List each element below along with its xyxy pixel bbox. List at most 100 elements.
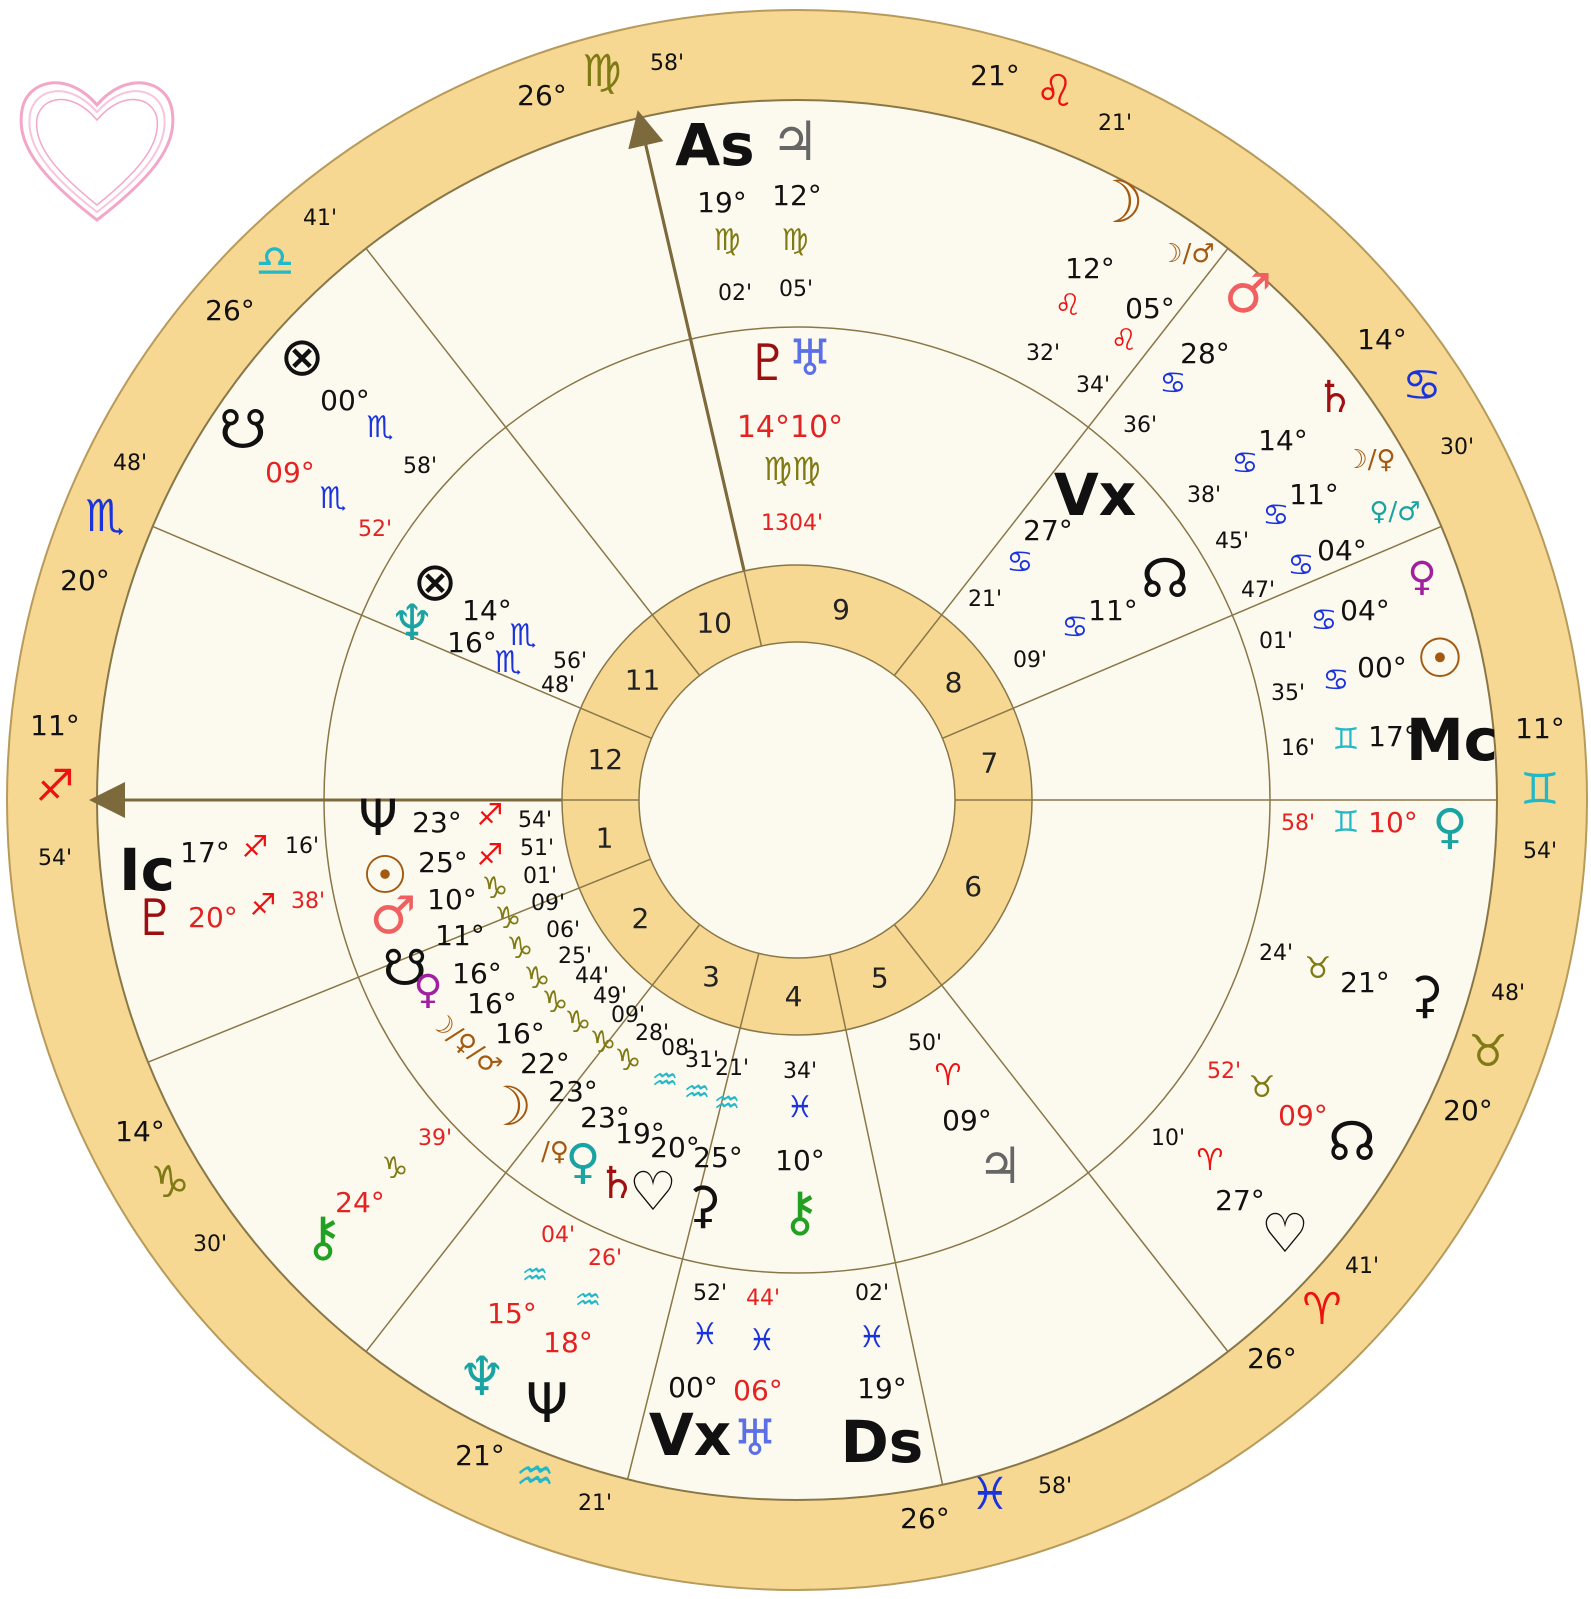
chart-glyph-label: ♀/♂ (1369, 497, 1420, 527)
chart-glyph-label: 22° (520, 1047, 570, 1080)
chart-glyph-label: ♇ (133, 889, 178, 947)
chart-glyph-label: 00° (1357, 651, 1407, 684)
chart-glyph-label: ♃ (771, 110, 819, 173)
chart-glyph-label: 54' (518, 808, 552, 833)
chart-glyph-label: 12° (1065, 252, 1115, 285)
zodiac-sign-icon: ♉ (1468, 1026, 1507, 1077)
chart-glyph-label: 02' (718, 281, 752, 306)
house-cusp-lines (89, 110, 1497, 1485)
cusp-minute: 41' (1345, 1254, 1379, 1279)
chart-glyph-label: 25' (558, 944, 592, 969)
chart-glyph-label: 38' (291, 889, 325, 914)
chart-glyph-label: ♉ (1249, 1070, 1276, 1105)
chart-glyph-label: ♡ (1261, 1202, 1309, 1265)
chart-glyph-label: ♏ (367, 410, 394, 445)
chart-glyph-label: 23° (548, 1075, 598, 1108)
chart-glyph-label: ♀ (413, 967, 442, 1013)
r-cap-label: ♑14°30' (115, 1115, 227, 1257)
chart-glyph-label: 52' (693, 1281, 727, 1306)
house-divider (893, 924, 943, 986)
chart-glyph-label: 21° (1340, 966, 1390, 999)
chart-glyph-label: 23° (580, 1101, 630, 1134)
cusp-degree: 20° (1443, 1094, 1493, 1127)
chart-glyph-label: ♏ (320, 481, 347, 516)
angle-arrow (628, 110, 746, 572)
cusp-minute: 21' (1098, 111, 1132, 136)
r-taurus-label: ♉20°48' (1443, 981, 1525, 1127)
chart-glyph-label: 48' (541, 673, 575, 698)
chart-glyph-label: ♀ (1432, 799, 1467, 855)
chart-glyph-label: 58' (1281, 811, 1315, 836)
chart-glyph-label: ♑ (590, 1025, 617, 1060)
cusp-degree: 21° (455, 1439, 505, 1472)
r-sag-label: ♐11°54' (30, 709, 80, 871)
house-cusp-line (845, 1029, 944, 1485)
chart-glyph-label: ⊗ (279, 325, 324, 388)
cusp-degree: 26° (900, 1502, 950, 1535)
chart-glyph-label: ♂ (370, 886, 417, 946)
chart-glyph-label: 21' (715, 1056, 749, 1081)
house-divider (893, 614, 943, 676)
chart-glyph-label: ♌ (1055, 288, 1082, 323)
chart-glyph-label: /♀ (541, 1137, 569, 1167)
chart-glyph-label: 14°10° (737, 410, 843, 445)
chart-glyph-label: ♋ (1311, 603, 1338, 638)
chart-glyph-label: ♑ (542, 985, 569, 1020)
chart-glyph-label: ♋ (1062, 610, 1089, 645)
chart-glyph-label: 16' (285, 834, 319, 859)
chart-glyph-label: ♑ (615, 1043, 642, 1078)
chart-glyph-label: 01' (523, 864, 557, 889)
chart-glyph-label: 10° (427, 883, 477, 916)
zodiac-sign-icon: ♏ (85, 491, 124, 542)
chart-glyph-label: 52' (358, 517, 392, 542)
chart-glyph-label: 19° (615, 1117, 665, 1150)
zodiac-sign-icon: ♍ (582, 46, 621, 97)
chart-glyph-label: 35' (1271, 681, 1305, 706)
chart-glyph-label: ♐ (242, 830, 269, 865)
chart-glyph-label: 00° (668, 1371, 718, 1404)
chart-glyph-label: ♓ (749, 1323, 776, 1358)
chart-glyph-label: 06° (733, 1374, 783, 1407)
chart-glyph-label: 24' (1259, 941, 1293, 966)
chart-glyph-label: 16° (452, 957, 502, 990)
chart-glyph-label: ☽ (484, 1075, 532, 1138)
house-cusp-line (152, 525, 581, 709)
chart-glyph-label: 16' (1281, 736, 1315, 761)
chart-glyph-label: ♍ (714, 223, 741, 258)
house-number: 2 (632, 902, 650, 935)
house-divider (829, 954, 847, 1031)
chart-glyph-label: 21' (968, 587, 1002, 612)
house-divider (739, 953, 760, 1029)
chart-glyph-label: 11° (1088, 594, 1138, 627)
chart-glyph-label: ♄ (1315, 372, 1354, 423)
heart-icon (19, 81, 175, 222)
chart-glyph-label: Ψ (358, 789, 397, 847)
chart-glyph-label: ♒ (575, 1283, 602, 1318)
zodiac-sign-icon: ♊ (1520, 764, 1559, 815)
zodiac-sign-icon: ♎ (255, 236, 294, 287)
r-pisces-label: ♓26°58' (900, 1469, 1072, 1535)
chart-glyph-label: 11° (435, 919, 485, 952)
chart-glyph-label: ♀ (565, 1134, 600, 1190)
chart-glyph-label: 04' (541, 1223, 575, 1248)
house-cusp-line (1013, 525, 1442, 709)
chart-glyph-label: ♋ (1323, 663, 1350, 698)
chart-glyph-label: 58' (403, 454, 437, 479)
chart-glyph-label: ♑ (524, 961, 551, 996)
chart-glyph-label: 20° (188, 901, 238, 934)
chart-glyph-label: ♃ (978, 1137, 1023, 1195)
chart-glyph-label: ♆ (390, 594, 435, 652)
chart-glyph-label: 38' (1187, 483, 1221, 508)
cusp-degree: 14° (115, 1115, 165, 1148)
chart-glyph-label: ♇ (746, 334, 791, 392)
r-cancer-label: ♋14°30' (1357, 323, 1474, 460)
chart-glyph-label: ☽/♀ (1344, 445, 1395, 475)
chart-glyph-label: 26' (588, 1246, 622, 1271)
chart-glyph-label: 19° (697, 186, 747, 219)
chart-glyph-label: Vx (1054, 461, 1136, 529)
chart-glyph-label: ♑ (482, 871, 509, 906)
zodiac-sign-icon: ♒ (515, 1451, 554, 1502)
chart-glyph-label: ♑ (507, 931, 534, 966)
chart-glyph-label: 19° (857, 1372, 907, 1405)
chart-glyph-label: ♒ (684, 1075, 711, 1110)
